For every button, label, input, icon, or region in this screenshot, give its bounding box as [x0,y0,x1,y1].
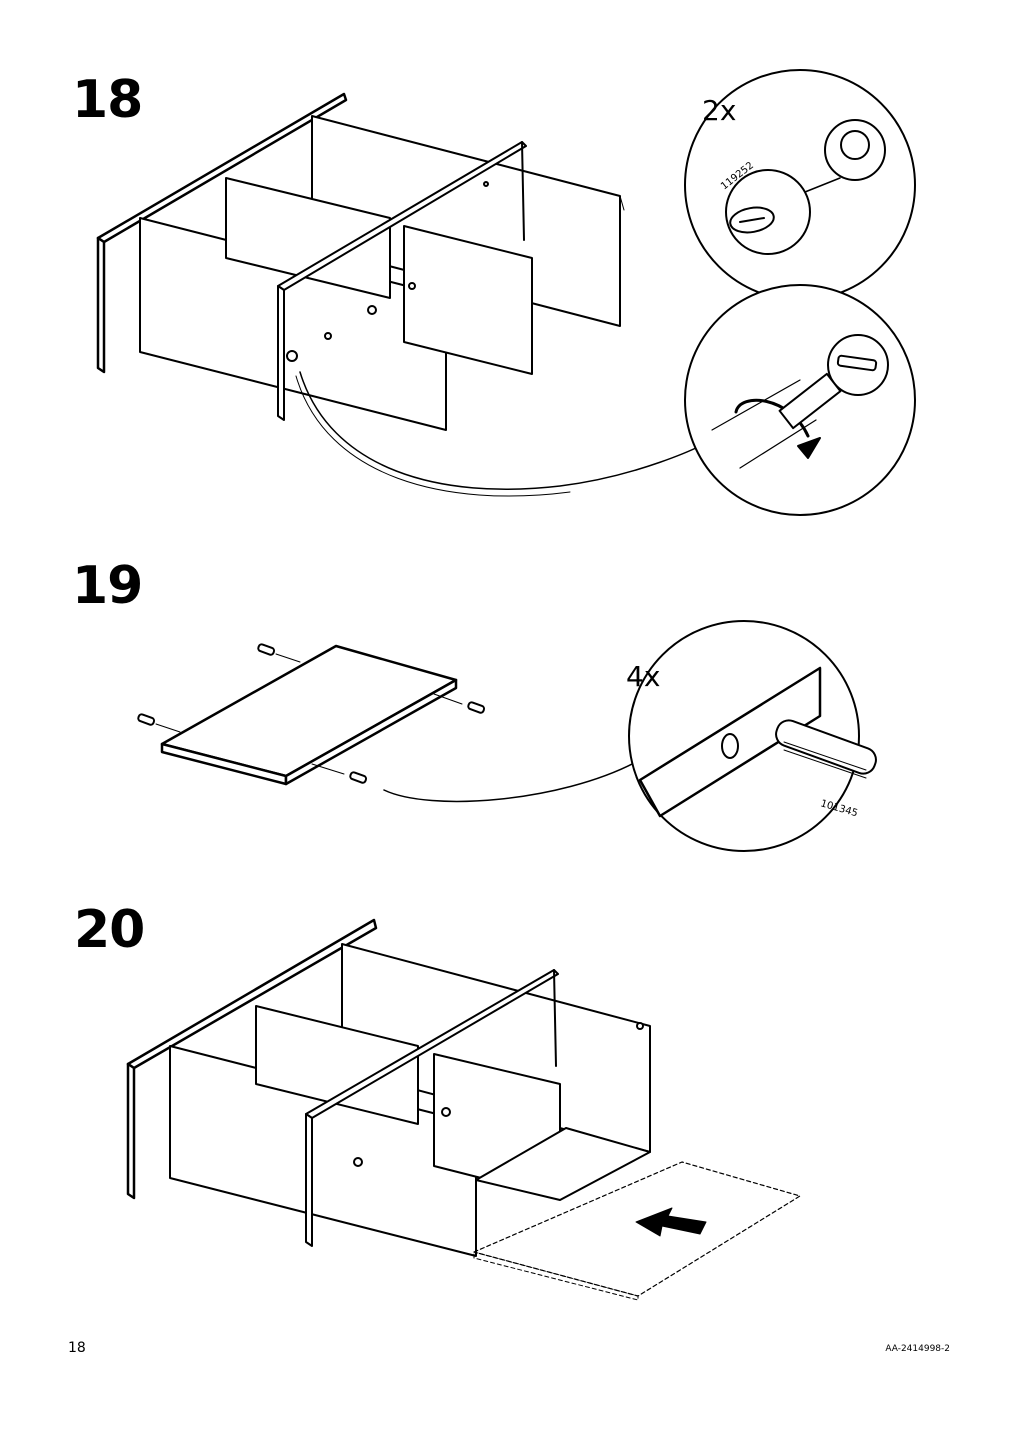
document-id: AA-2414998-2 [885,1344,950,1354]
step-19-number: 19 [72,556,143,616]
step-18-number: 18 [72,70,143,130]
step-20-illustration [126,918,801,1301]
step-19-quantity: 4x [626,660,660,693]
step-18-illustration [96,69,916,516]
step-18-quantity: 2x [702,94,736,127]
step-19-illustration [137,620,877,852]
step-20-number: 20 [74,900,145,960]
page-number: 18 [68,1340,86,1356]
